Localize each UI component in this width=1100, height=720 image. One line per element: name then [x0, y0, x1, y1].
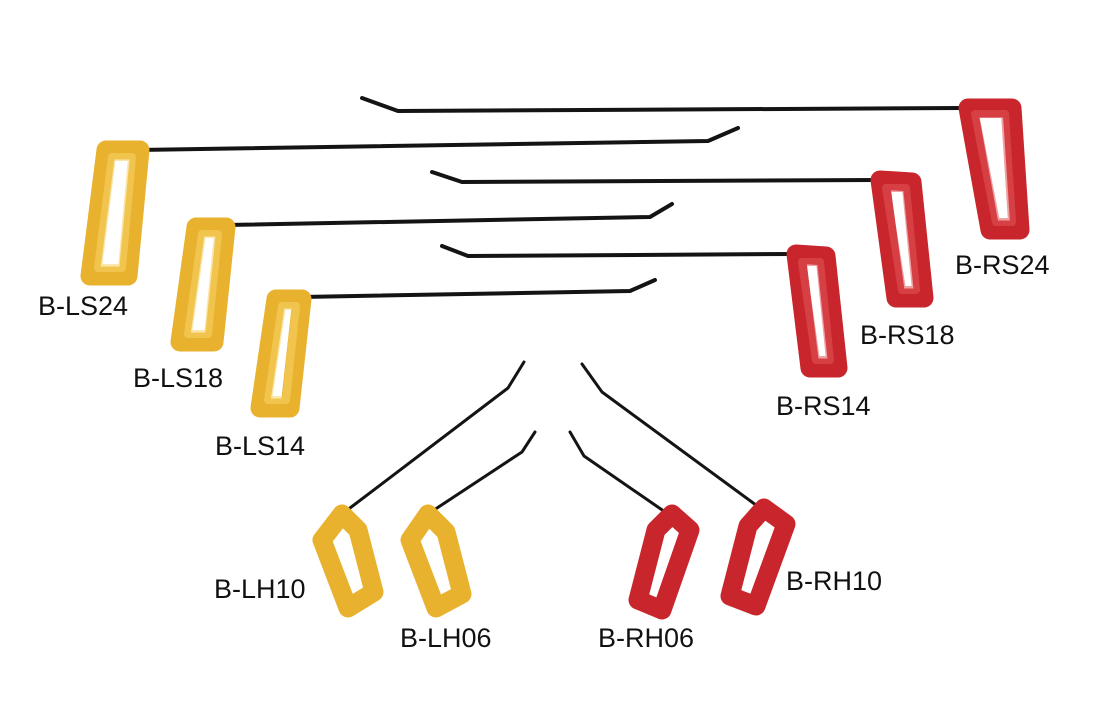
handle-ls24-highlight [94, 153, 136, 272]
tool-rs24 [360, 96, 1030, 240]
tool-lh10 [312, 360, 526, 618]
rod-ls24 [136, 126, 740, 152]
handle-ls14 [250, 289, 312, 418]
tool-rs14 [440, 244, 848, 378]
label-b-ls18: B-LS18 [133, 363, 224, 393]
label-b-rh10: B-RH10 [786, 566, 883, 596]
handle-lh06 [400, 504, 472, 618]
handle-rh06 [628, 504, 700, 620]
tool-ls24 [80, 126, 740, 286]
rod-ls14 [300, 278, 657, 299]
rod-lh10 [348, 360, 526, 510]
label-b-ls14: B-LS14 [215, 431, 306, 461]
handle-ls24 [80, 140, 150, 286]
handle-rs14 [786, 244, 848, 378]
label-b-ls24: B-LS24 [38, 291, 129, 321]
tool-rh06 [568, 430, 700, 620]
handle-rs24-highlight [971, 110, 1016, 226]
tool-rs18 [430, 170, 934, 308]
label-b-rh06: B-RH06 [598, 623, 695, 653]
handle-ls14-highlight [264, 302, 300, 404]
tool-ls14 [250, 278, 657, 418]
handle-rs18 [870, 170, 934, 308]
label-b-lh06: B-LH06 [400, 623, 492, 653]
handle-ls18-highlight [184, 230, 222, 338]
rod-lh06 [432, 430, 537, 512]
handle-rs14-highlight [798, 258, 834, 364]
handle-rs18-highlight [882, 184, 920, 294]
tool-lh06 [400, 430, 537, 618]
tool-ls18 [170, 202, 674, 352]
label-b-rs14: B-RS14 [776, 391, 871, 421]
rod-rh10 [580, 362, 762, 510]
label-b-lh10: B-LH10 [214, 574, 306, 604]
rod-rh06 [568, 430, 670, 516]
tool-rh10 [580, 362, 796, 616]
rod-rs24 [360, 96, 964, 113]
handle-rh10 [720, 498, 796, 616]
label-b-rs24: B-RS24 [955, 250, 1050, 280]
handle-rs24 [958, 98, 1030, 240]
rod-rs18 [430, 170, 878, 184]
handle-lh10 [312, 504, 384, 618]
handle-ls18 [170, 217, 236, 352]
rod-ls18 [224, 202, 674, 227]
label-b-rs18: B-RS18 [860, 320, 955, 350]
rod-rs14 [440, 244, 794, 258]
